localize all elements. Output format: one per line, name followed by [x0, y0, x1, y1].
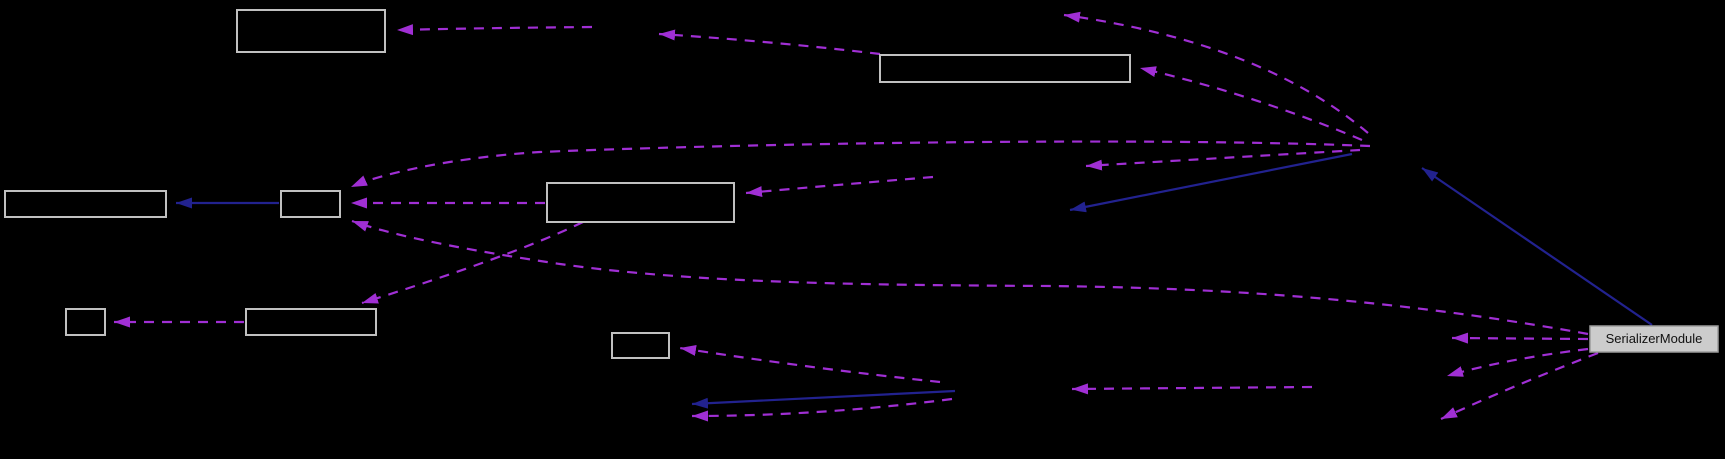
edge-usage-middle-to-bottom-left-wide [361, 221, 584, 305]
node-serializer-module[interactable]: SerializerModule [1589, 325, 1719, 353]
node-bottom-middle-small[interactable] [611, 332, 670, 359]
edge-usage-to-top-left-node [396, 24, 593, 36]
node-top-middle[interactable] [879, 54, 1131, 83]
node-left-wide[interactable] [4, 190, 167, 218]
edge-usage-hub-to-middle-invisible [1085, 148, 1361, 171]
node-middle[interactable] [546, 182, 735, 223]
edge-solid-bottom [691, 389, 956, 409]
node-left-small[interactable] [280, 190, 341, 218]
node-top-left[interactable] [236, 9, 386, 53]
edge-solid-serializer-to-hub [1421, 167, 1653, 326]
serializer-module-box[interactable] [1589, 325, 1719, 353]
edge-usage-serializer-left-2 [1446, 347, 1589, 378]
edge-usage-bottom-invisible-left [691, 397, 953, 422]
edge-usage-hub-to-top-middle-node [1139, 66, 1363, 142]
edge-usage-serializer-to-left-small-node [351, 219, 1589, 336]
edge-usage-from-top-middle-node [658, 29, 881, 56]
serializer-module-label: SerializerModule [1606, 331, 1703, 346]
edge-usage-hub-to-left-small-node [350, 140, 1371, 189]
edge-usage-serializer-left-1 [1451, 332, 1589, 344]
node-bottom-left-wide[interactable] [245, 308, 377, 336]
edge-usage-serializer-left-3 [1440, 351, 1599, 420]
edge-usage-to-bottom-middle-small [679, 345, 941, 384]
edge-solid-hub-to-left [1069, 152, 1353, 213]
edge-usage-to-middle-node [745, 175, 934, 198]
edge-usage-to-bottom-invisible [1071, 383, 1313, 395]
edge-usage-hub-to-top-invisible [1063, 11, 1369, 134]
node-bottom-left-small[interactable] [65, 308, 106, 336]
